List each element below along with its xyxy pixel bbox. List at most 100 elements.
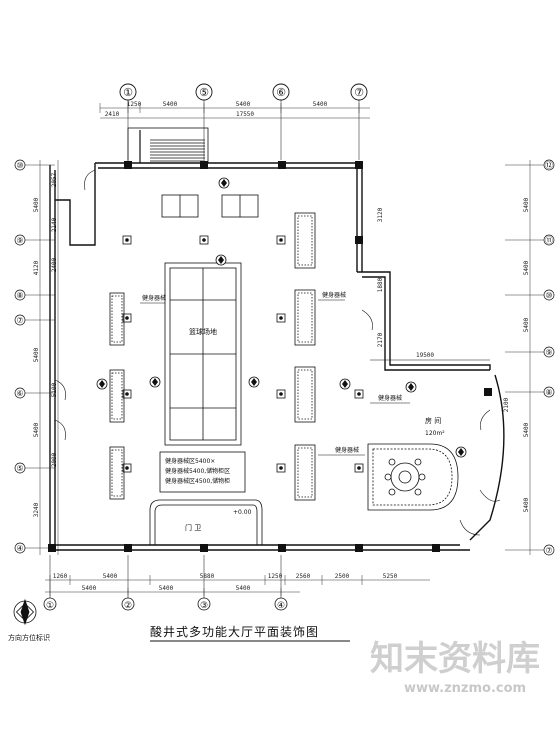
- watermark: 知末资料库 www.znzmo.com: [370, 639, 540, 696]
- grid-circle: [43, 597, 57, 611]
- dim-text: 4120: [33, 260, 40, 275]
- dim-text: 5400: [313, 101, 328, 108]
- dim-text: 5400: [523, 197, 530, 212]
- compass-icon: [13, 598, 37, 626]
- grid-circle: [119, 83, 137, 101]
- grid-label: ⑦: [354, 86, 364, 99]
- room-label: 房 间: [425, 416, 441, 425]
- section-marker-arrows: [99, 179, 464, 456]
- ceiling-lights: [122, 235, 364, 473]
- locker-note: 健身器械区5400×: [165, 457, 215, 465]
- grid-label: ⑦: [545, 546, 552, 555]
- locker-note: 健身器械区4500,储物柜: [165, 477, 230, 485]
- level-note: +0.00: [233, 509, 252, 516]
- watermark-url: www.znzmo.com: [404, 681, 526, 696]
- watermark-name: 知末资料库: [370, 639, 540, 679]
- grid-label: ⑩: [545, 291, 552, 300]
- dim-text: 3240: [33, 502, 40, 517]
- grid-label: ⑨: [16, 236, 23, 245]
- grid-circle: [274, 597, 288, 611]
- grid-label: ④: [16, 544, 23, 553]
- grid-circle: [272, 83, 290, 101]
- dim-text: 1880: [377, 277, 384, 292]
- grid-label: ⑥: [276, 86, 286, 99]
- ceiling-light-dots: [125, 238, 361, 470]
- dim-text: 5400: [33, 422, 40, 437]
- dim-text: 17550: [236, 111, 254, 118]
- locker-note: 健身器械5400,储物柜区: [165, 467, 230, 475]
- left-dims: 5400 2057 2140 4120 2400 5400 5100 5400 …: [33, 172, 58, 517]
- grid-label: ⑧: [545, 388, 552, 397]
- dim-text: 5400: [103, 573, 118, 580]
- dim-text: 1250: [127, 101, 142, 108]
- entrance-gate: [149, 499, 263, 545]
- dim-text: 5400: [163, 101, 178, 108]
- dim-text: 5250: [383, 573, 398, 580]
- grid-label: ⑩: [16, 161, 23, 170]
- grid-axes: [25, 100, 545, 600]
- dim-text: 2100: [503, 397, 510, 412]
- grid-circle: [350, 83, 368, 101]
- equipment-label: 健身器械: [322, 291, 346, 299]
- dim-text: 2500: [335, 573, 350, 580]
- dim-text: 1250: [268, 573, 283, 580]
- top-grid-circles: ① ⑤ ⑥ ⑦: [119, 83, 368, 101]
- bottom-dims: 1260 5400 5880 1250 2560 2500 5250 5400 …: [53, 573, 398, 592]
- bottom-grid-circles: ① ② ③ ④: [43, 597, 288, 611]
- grid-label: ④: [277, 601, 285, 611]
- compass-label: 方向方位标识: [8, 633, 50, 642]
- grid-label: ③: [200, 601, 208, 611]
- court: [164, 262, 242, 446]
- dim-text: 5400: [236, 101, 251, 108]
- grid-label: ①: [123, 86, 133, 99]
- equipment-label: 健身器械: [335, 446, 359, 454]
- grid-label: ⑥: [16, 389, 23, 398]
- dim-text: 5880: [200, 573, 215, 580]
- room-area: 120m²: [425, 430, 445, 437]
- grid-label: ⑪: [545, 236, 553, 245]
- bottom-dimension-chain: [45, 575, 430, 596]
- grid-circle: [197, 597, 211, 611]
- staircase: [127, 127, 209, 164]
- structural-columns: [48, 161, 492, 552]
- dim-text: 5400: [523, 422, 530, 437]
- grid-circle: [195, 83, 213, 101]
- dim-text: 2170: [377, 332, 384, 347]
- doors: [54, 169, 501, 536]
- dim-text: 3120: [377, 207, 384, 222]
- grid-label: ⑦: [16, 316, 23, 325]
- dim-text: 5400: [33, 197, 40, 212]
- grid-label: ⑤: [199, 86, 209, 99]
- dim-text: 5400: [236, 585, 251, 592]
- dim-text: 2560: [296, 573, 311, 580]
- dim-text: 5400: [82, 585, 97, 592]
- equipment-label: 健身器械: [378, 394, 402, 402]
- left-grid-circles: ⑩ ⑨ ⑧ ⑦ ⑥ ⑤ ④: [14, 159, 26, 554]
- desks: [161, 194, 259, 218]
- grid-label: ①: [46, 601, 54, 611]
- entrance-label: 门 卫: [185, 523, 201, 532]
- dim-text: 5400: [523, 497, 530, 512]
- meeting-table: [367, 443, 459, 511]
- right-dims: 5400 5400 5400 5400 5400: [523, 197, 530, 512]
- dim-text: 5400: [33, 347, 40, 362]
- grid-label: ⑨: [545, 348, 552, 357]
- grid-label: ⑤: [16, 464, 23, 473]
- left-dimension-chain: [39, 160, 59, 555]
- grid-label: ⑧: [16, 291, 23, 300]
- right-grid-circles: ⑫ ⑪ ⑩ ⑨ ⑧ ⑦: [543, 159, 555, 556]
- grid-circle: [121, 597, 135, 611]
- dim-text: 5400: [159, 585, 174, 592]
- dim-text: 1260: [53, 573, 68, 580]
- right-inner-dims: 3120 1880 2170 2100: [377, 207, 510, 412]
- top-dimension-chain: [99, 103, 370, 119]
- grid-label: ②: [124, 601, 132, 611]
- dim-text: 5400: [523, 317, 530, 332]
- equipment-racks: [109, 212, 316, 501]
- equipment-label: 健身器械: [142, 294, 166, 302]
- grid-label: ⑫: [545, 161, 553, 170]
- outer-walls: [49, 162, 505, 551]
- leader-lines: [140, 299, 490, 456]
- dim-note: 19500: [416, 352, 434, 359]
